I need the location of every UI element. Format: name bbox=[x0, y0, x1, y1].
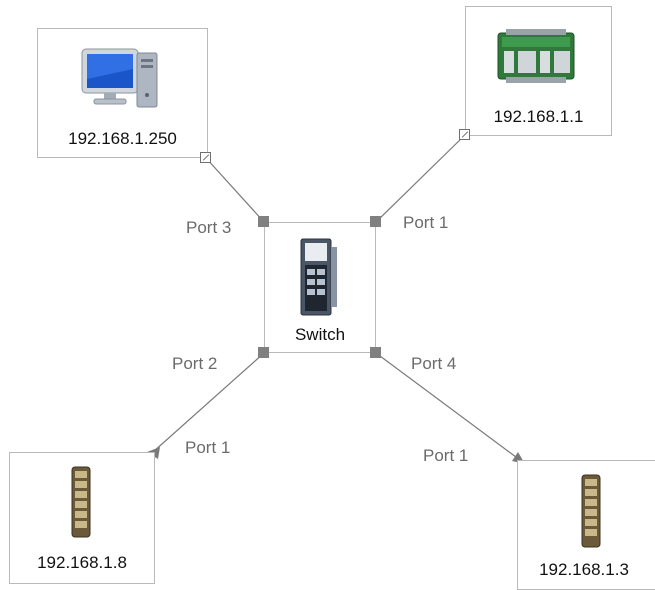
node-switch[interactable]: Switch bbox=[264, 222, 376, 353]
node-switch-label: Switch bbox=[294, 325, 346, 344]
switch-port1-label: Port 1 bbox=[403, 213, 449, 232]
link-plc-switch[interactable] bbox=[375, 134, 466, 223]
plc-connector[interactable] bbox=[459, 129, 470, 140]
link-pc-switch[interactable] bbox=[205, 157, 265, 223]
io-module-icon bbox=[70, 465, 92, 544]
node-dev3-label: 192.168.1.3 bbox=[539, 560, 629, 579]
plc-controller-icon bbox=[496, 27, 576, 90]
switch-port4-connector[interactable] bbox=[370, 347, 381, 358]
desktop-computer-icon bbox=[80, 45, 162, 120]
switch-port3-label: Port 3 bbox=[186, 218, 232, 237]
link-switch-dev3[interactable] bbox=[375, 352, 521, 461]
switch-port4-label: Port 4 bbox=[411, 354, 457, 373]
switch-port2-connector[interactable] bbox=[258, 347, 269, 358]
dev8-port1-label: Port 1 bbox=[185, 438, 231, 457]
io-module-icon bbox=[580, 473, 602, 554]
pc-connector[interactable] bbox=[200, 152, 211, 163]
node-pc[interactable]: 192.168.1.250 bbox=[37, 28, 208, 158]
node-dev3[interactable]: 192.168.1.3 bbox=[517, 460, 655, 590]
node-dev8[interactable]: 192.168.1.8 bbox=[9, 452, 155, 584]
switch-port1-connector[interactable] bbox=[370, 216, 381, 227]
link-switch-dev8[interactable] bbox=[152, 352, 265, 453]
node-plc-label: 192.168.1.1 bbox=[493, 107, 584, 126]
switch-port2-label: Port 2 bbox=[172, 354, 218, 373]
node-dev8-label: 192.168.1.8 bbox=[37, 553, 127, 572]
network-switch-icon bbox=[295, 237, 343, 322]
dev3-port1-label: Port 1 bbox=[423, 446, 469, 465]
node-plc[interactable]: 192.168.1.1 bbox=[465, 6, 612, 136]
node-pc-label: 192.168.1.250 bbox=[68, 129, 177, 148]
switch-port3-connector[interactable] bbox=[258, 216, 269, 227]
